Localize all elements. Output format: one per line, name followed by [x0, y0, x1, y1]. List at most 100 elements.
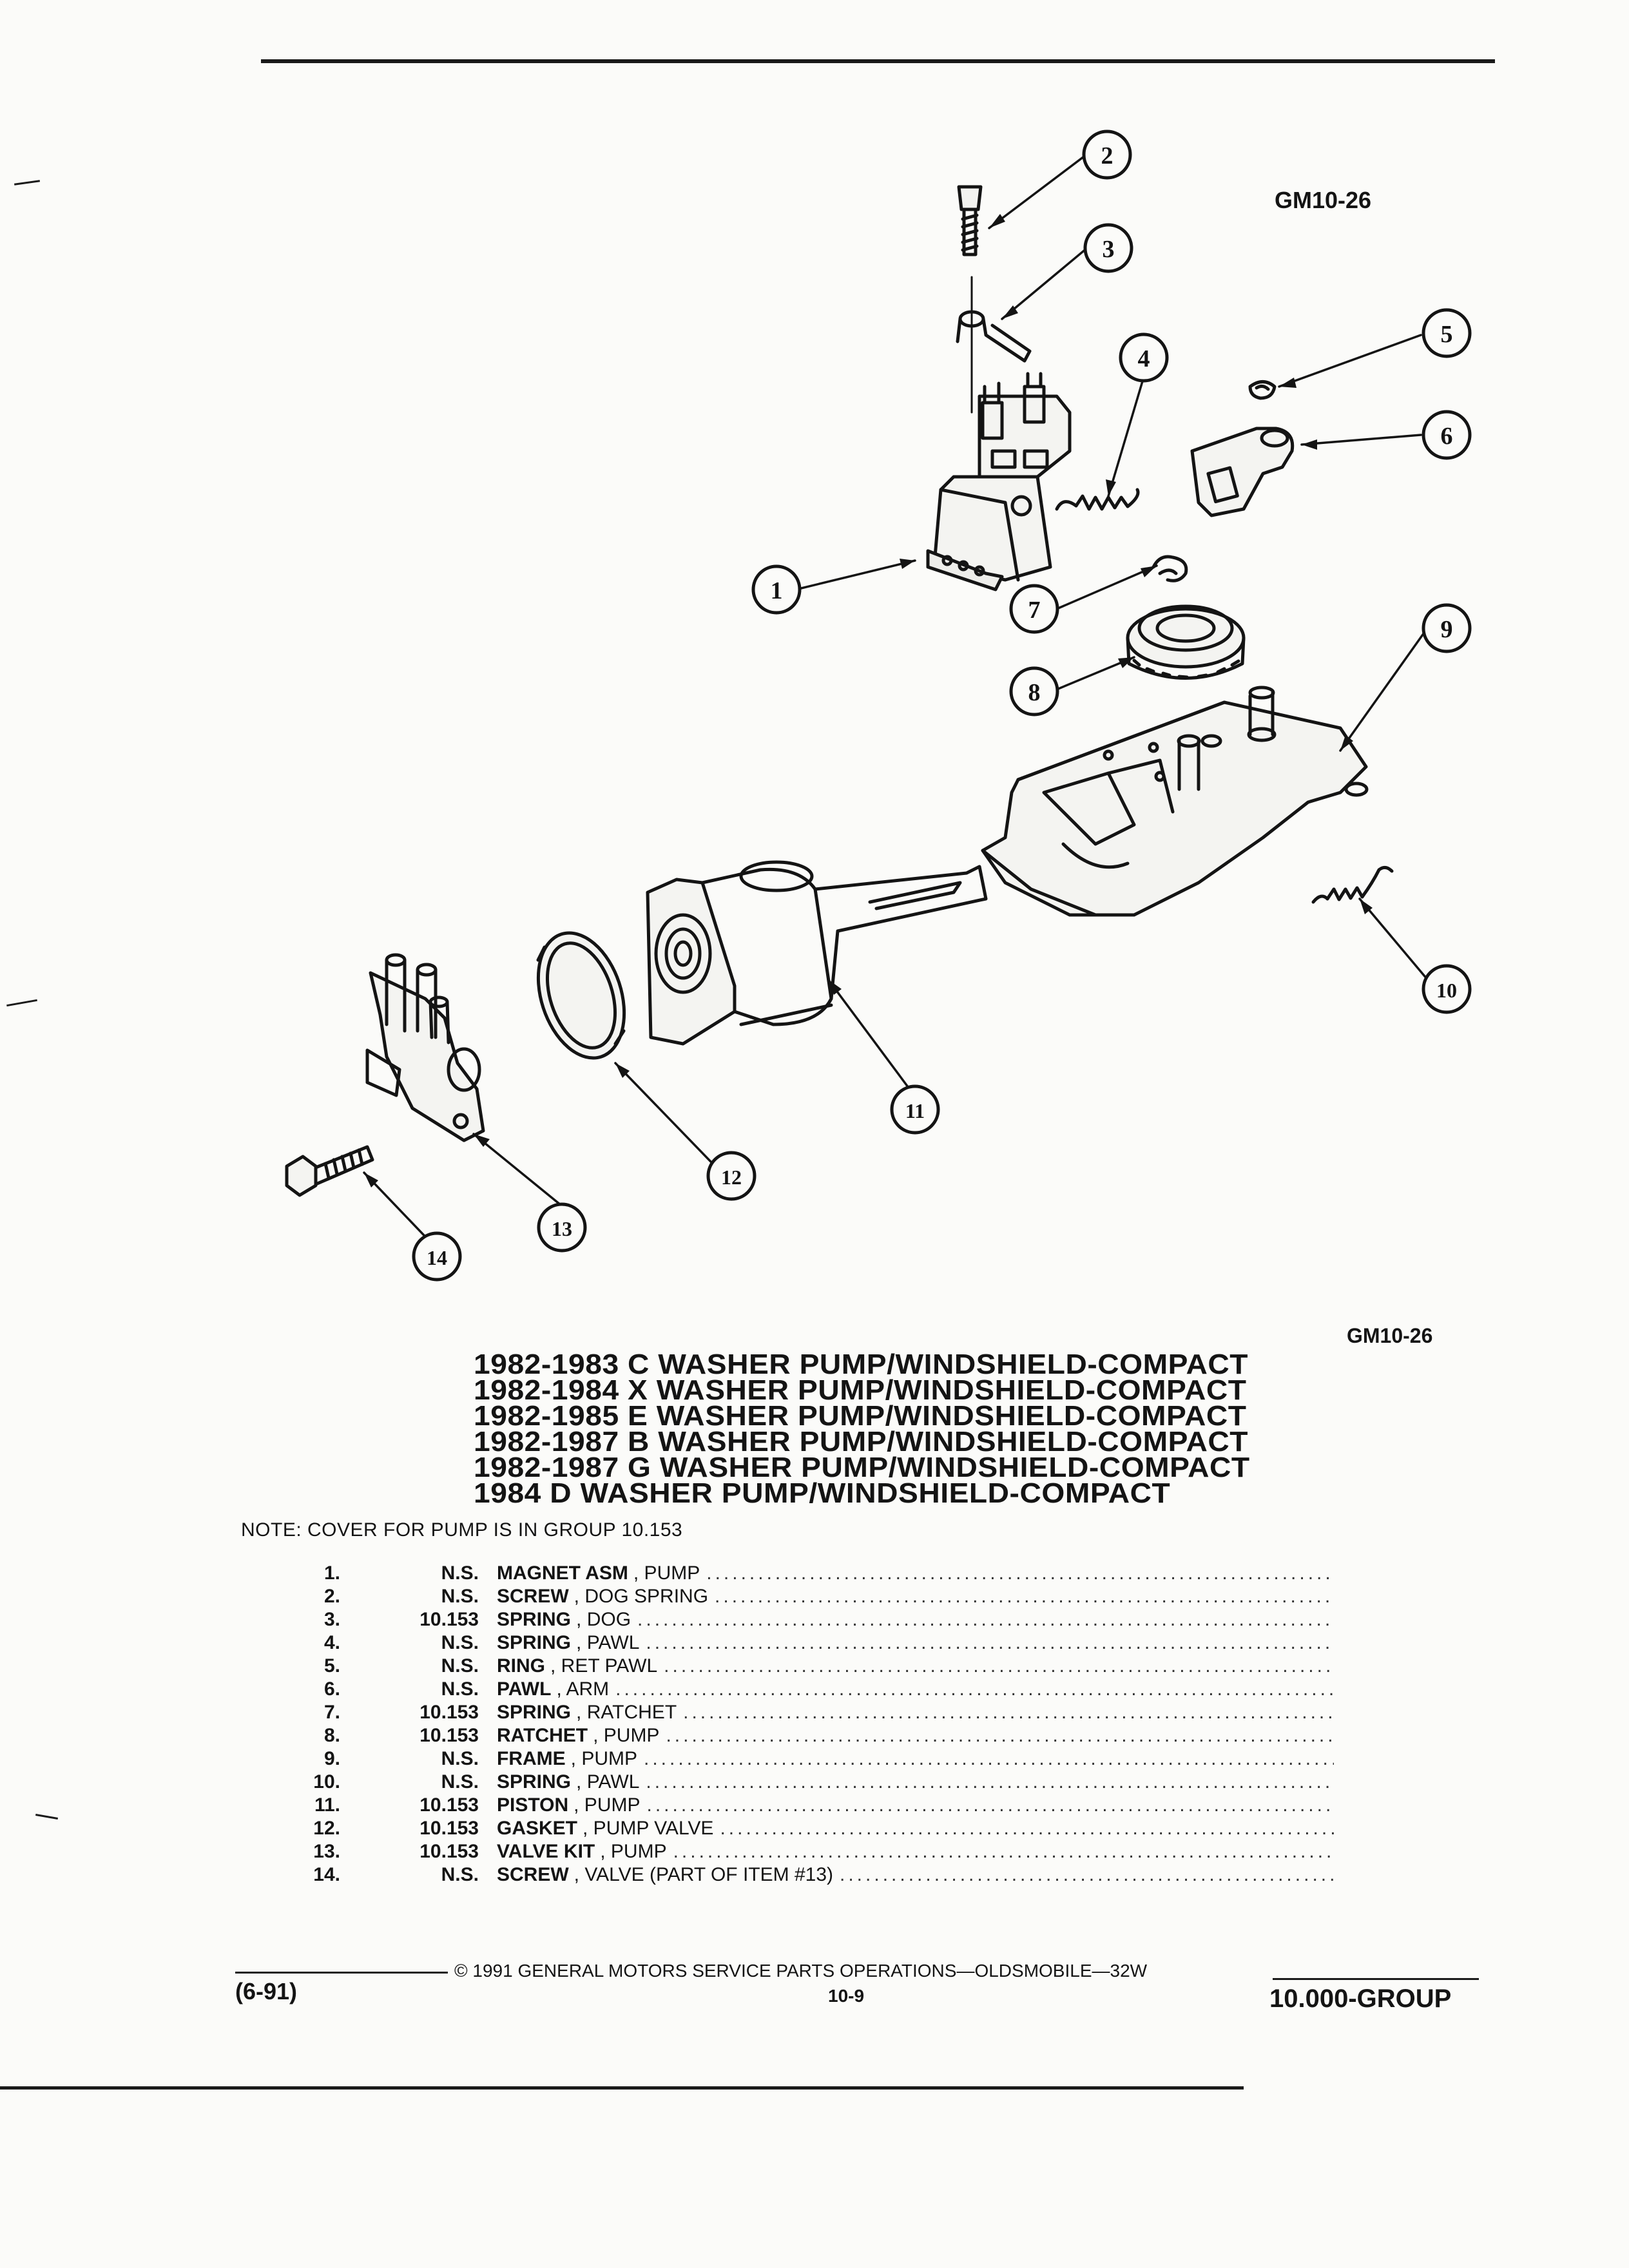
- part-name: SPRING: [497, 1632, 572, 1653]
- footer-rule-right: [1273, 1978, 1479, 1980]
- part-number: 3.: [323, 1609, 340, 1630]
- footer-page-number: 10-9: [828, 1986, 865, 2006]
- part-name: MAGNET ASM: [497, 1562, 628, 1584]
- part-2-screw: [957, 185, 983, 256]
- leader-dots: ........................................…: [715, 1586, 1334, 1607]
- part-desc: , RET PAWL: [550, 1655, 658, 1677]
- part-group: 10.153: [419, 1841, 479, 1862]
- part-name: GASKET: [497, 1818, 578, 1839]
- part-group: N.S.: [441, 1748, 479, 1769]
- leader-dots: ........................................…: [646, 1794, 1335, 1816]
- callouts: [412, 130, 1472, 1282]
- part-number: 14.: [313, 1864, 340, 1885]
- callout-4: [1119, 332, 1169, 383]
- part-name: SPRING: [497, 1702, 572, 1723]
- list-item: 10.N.S.SPRING, PAWL.....................…: [303, 1771, 1334, 1794]
- margin-mark: [35, 1813, 58, 1820]
- part-3-dog-spring: [956, 276, 1032, 414]
- callout-12: [706, 1151, 757, 1201]
- part-name: SPRING: [497, 1609, 572, 1630]
- part-7-ratchet-spring: [1152, 555, 1188, 582]
- part-number: 13.: [313, 1841, 340, 1862]
- figure-code-top: GM10-26: [1275, 187, 1372, 213]
- part-name: PAWL: [497, 1678, 552, 1700]
- part-number: 5.: [323, 1655, 340, 1677]
- callout-label-4: 4: [1138, 345, 1150, 372]
- part-group: N.S.: [441, 1771, 479, 1792]
- list-item: 2.N.S.SCREW, DOG SPRING.................…: [303, 1586, 1334, 1609]
- leader-dots: ........................................…: [644, 1748, 1334, 1769]
- list-item: 9.N.S.FRAME, PUMP.......................…: [303, 1748, 1334, 1771]
- part-name: RATCHET: [497, 1725, 588, 1746]
- bottom-rule: [0, 2086, 1244, 2090]
- part-5-ring: [1248, 380, 1277, 400]
- part-desc: , PAWL: [576, 1632, 640, 1653]
- callout-label-9: 9: [1441, 616, 1453, 643]
- part-name: PISTON: [497, 1794, 569, 1816]
- part-6-pawl-arm: [1190, 427, 1295, 517]
- leader-lines: [363, 151, 1429, 1248]
- part-desc: , VALVE (PART OF ITEM #13): [574, 1864, 834, 1885]
- part-desc: , ARM: [556, 1678, 610, 1700]
- part-desc: , PUMP: [593, 1725, 660, 1746]
- part-9-frame: [981, 686, 1369, 917]
- part-name: SPRING: [497, 1771, 572, 1792]
- part-13-valve-kit: [365, 953, 485, 1142]
- part-number: 1.: [323, 1562, 340, 1584]
- part-1-magnet-asm: [926, 372, 1072, 591]
- part-number: 7.: [323, 1702, 340, 1723]
- callout-3: [1083, 223, 1133, 273]
- figure-code-bottom: GM10-26: [1347, 1324, 1433, 1347]
- list-item: 1.N.S.MAGNET ASM, PUMP..................…: [303, 1562, 1334, 1586]
- callout-label-2: 2: [1101, 142, 1113, 169]
- part-name: VALVE KIT: [497, 1841, 595, 1862]
- part-group: 10.153: [419, 1818, 479, 1839]
- part-desc: , PUMP: [600, 1841, 667, 1862]
- part-group: 10.153: [419, 1725, 479, 1746]
- callout-6: [1422, 410, 1472, 460]
- title-line: 1982-1987 B WASHER PUMP/WINDSHIELD-COMPA…: [474, 1426, 1249, 1457]
- callout-label-14: 14: [427, 1246, 447, 1269]
- part-number: 12.: [313, 1818, 340, 1839]
- part-name: SCREW: [497, 1864, 569, 1885]
- callout-label-11: 11: [905, 1099, 925, 1122]
- leader-dots: ........................................…: [683, 1702, 1334, 1723]
- part-desc: , PUMP: [574, 1794, 641, 1816]
- part-desc: , PUMP: [633, 1562, 700, 1584]
- top-rule: [261, 59, 1495, 63]
- callout-label-8: 8: [1028, 679, 1041, 706]
- callout-label-13: 13: [552, 1217, 572, 1240]
- callout-10: [1422, 964, 1472, 1014]
- callout-labels: 1 2 3 4 5 6 7 8 9 10 11 12 13 14: [427, 142, 1457, 1269]
- callout-11: [890, 1084, 940, 1135]
- title-line: 1982-1983 C WASHER PUMP/WINDSHIELD-COMPA…: [474, 1349, 1249, 1380]
- callout-9: [1422, 603, 1472, 653]
- title-line: 1982-1987 G WASHER PUMP/WINDSHIELD-COMPA…: [474, 1452, 1250, 1483]
- part-number: 2.: [323, 1586, 340, 1607]
- part-number: 9.: [323, 1748, 340, 1769]
- leader-dots: ........................................…: [646, 1771, 1334, 1792]
- leader-arrowheads: [364, 214, 1373, 1187]
- leader-dots: ........................................…: [666, 1725, 1334, 1746]
- callout-7: [1009, 584, 1059, 634]
- callout-label-5: 5: [1441, 321, 1453, 348]
- part-group: N.S.: [441, 1655, 479, 1677]
- leader-dots: ........................................…: [637, 1609, 1334, 1630]
- callout-label-1: 1: [771, 577, 783, 604]
- part-10-pawl-spring: [1311, 866, 1394, 904]
- leader-dots: ........................................…: [646, 1632, 1334, 1653]
- part-name: SCREW: [497, 1586, 569, 1607]
- part-number: 10.: [313, 1771, 340, 1792]
- footer-copyright: © 1991 GENERAL MOTORS SERVICE PARTS OPER…: [454, 1961, 1148, 1981]
- callout-label-7: 7: [1028, 597, 1041, 624]
- footer-group: 10.000-GROUP: [1269, 1984, 1452, 2013]
- part-desc: , PUMP VALVE: [583, 1818, 714, 1839]
- callout-14: [412, 1231, 462, 1282]
- part-11-piston: [646, 860, 988, 1046]
- footer-date-code: (6-91): [235, 1978, 298, 2004]
- part-name: FRAME: [497, 1748, 566, 1769]
- part-8-ratchet: [1126, 604, 1246, 680]
